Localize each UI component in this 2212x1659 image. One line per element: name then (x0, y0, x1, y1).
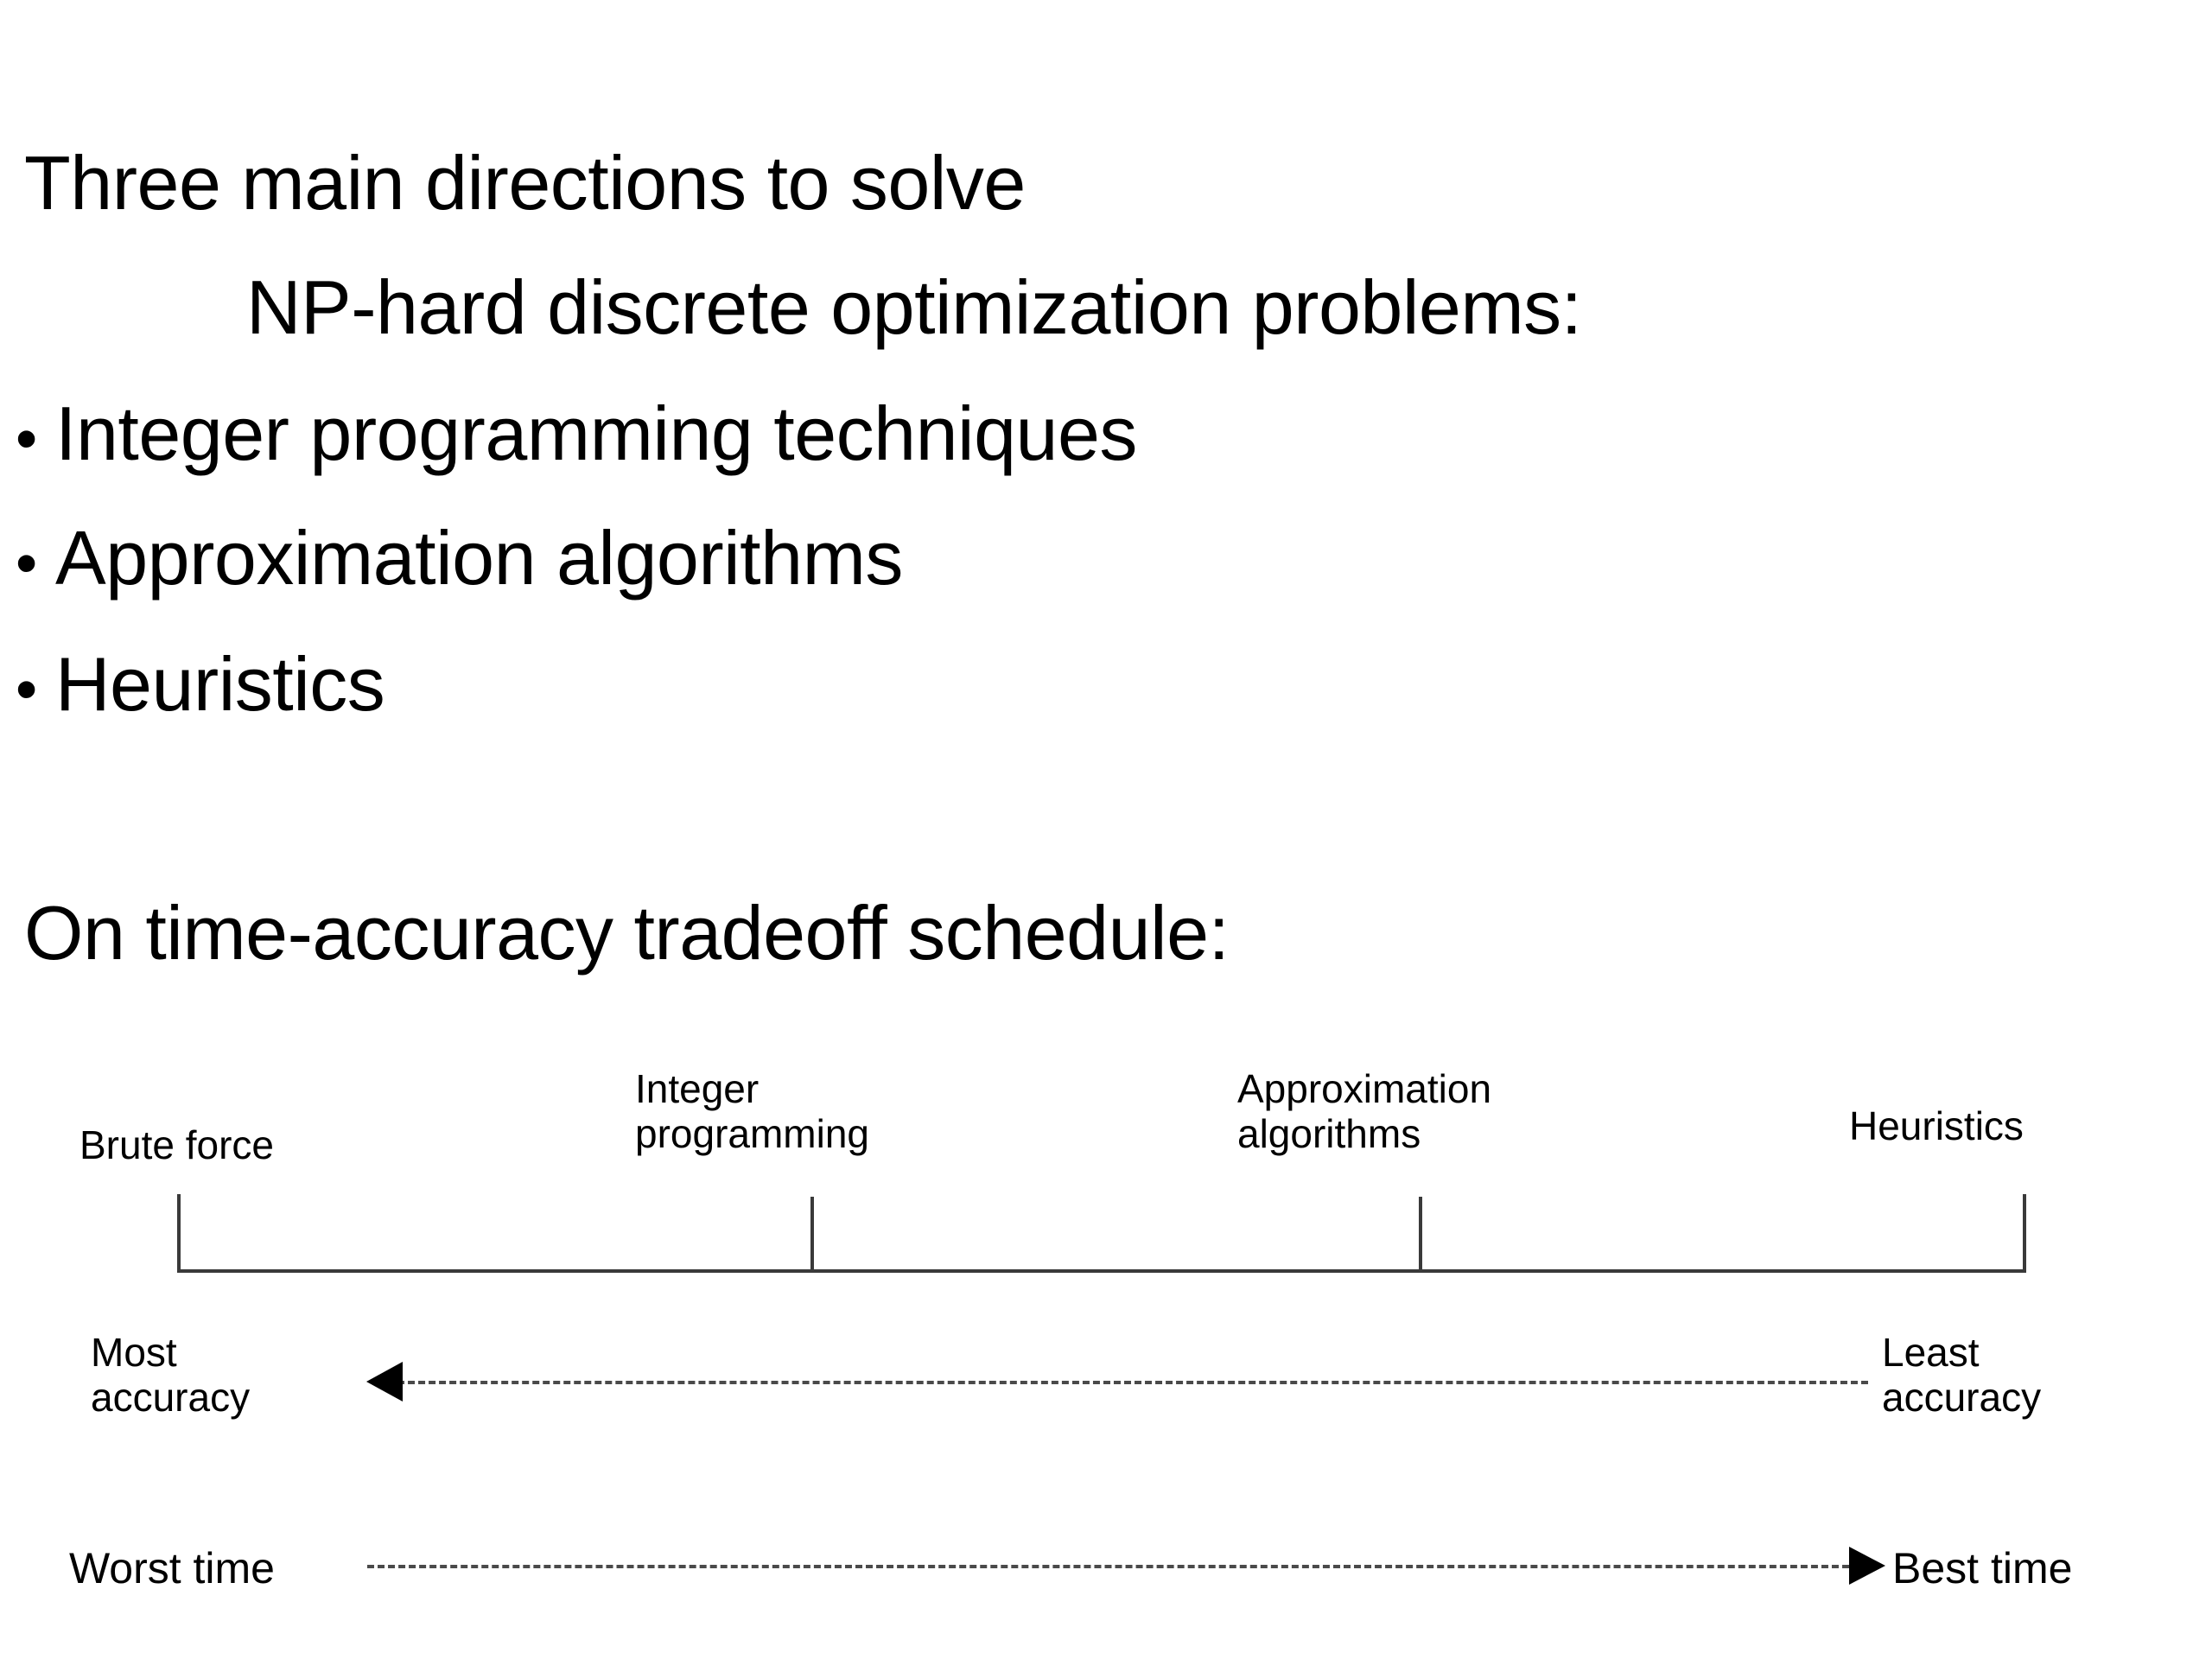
heading-line-1: Three main directions to solve (24, 140, 1026, 226)
scale-tick-integer-programming (810, 1197, 814, 1273)
bullet-icon: • (16, 529, 38, 598)
accuracy-label-most: Most accuracy (91, 1330, 251, 1420)
bullet-icon: • (16, 404, 38, 474)
accuracy-axis-line (387, 1381, 1868, 1384)
scale-baseline (177, 1269, 2026, 1273)
list-item: • Integer programming techniques (16, 396, 1137, 472)
time-label-best: Best time (1892, 1544, 2073, 1592)
tradeoff-diagram: Brute force Integer programming Approxim… (0, 1037, 2212, 1659)
list-item-label: Heuristics (55, 641, 385, 727)
list-item: • Approximation algorithms (16, 520, 903, 596)
scale-end-tick-left (177, 1194, 181, 1273)
tradeoff-heading: On time-accuracy tradeoff schedule: (24, 890, 1230, 976)
arrow-right-icon (1849, 1547, 1885, 1585)
scale-end-tick-right (2023, 1194, 2026, 1273)
heading-line-2: NP-hard discrete optimization problems: (246, 264, 1582, 350)
scale-tick-approximation-algorithms (1419, 1197, 1422, 1273)
time-axis-line (367, 1565, 1849, 1568)
scale-label-integer-programming: Integer programming (635, 1066, 869, 1156)
scale-label-heuristics: Heuristics (1849, 1103, 2024, 1148)
scale-label-brute-force: Brute force (79, 1122, 274, 1167)
bullet-icon: • (16, 655, 38, 724)
list-item-label: Approximation algorithms (55, 515, 903, 601)
time-label-worst: Worst time (69, 1544, 275, 1592)
arrow-left-icon (366, 1362, 403, 1402)
accuracy-label-least: Least accuracy (1882, 1330, 2042, 1420)
list-item-label: Integer programming techniques (55, 391, 1137, 476)
list-item: • Heuristics (16, 646, 385, 722)
scale-label-approximation-algorithms: Approximation algorithms (1237, 1066, 1492, 1156)
